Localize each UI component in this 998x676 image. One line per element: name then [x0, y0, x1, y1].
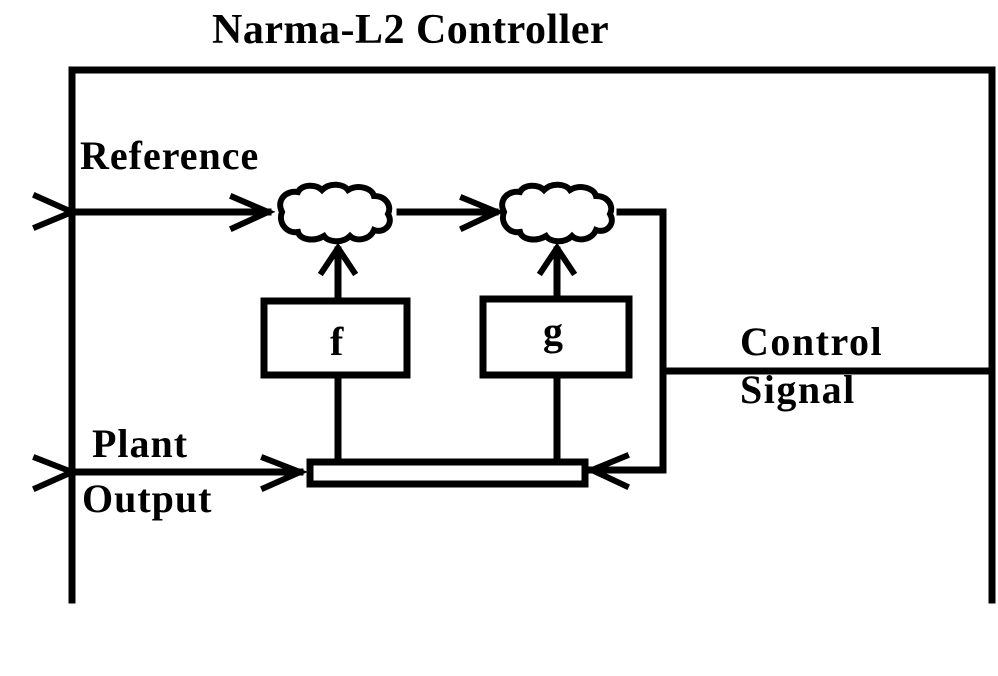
plant-output-input-arrowhead — [32, 454, 80, 492]
tapped-delay-line — [306, 458, 589, 488]
control-feedback-line — [586, 208, 667, 474]
f-output-arrowhead — [317, 242, 359, 277]
controller-frame — [68, 66, 996, 604]
plant-output-label-line2: Output — [82, 476, 213, 521]
control-signal-label-line1: Control — [740, 319, 884, 364]
f-block-label: f — [330, 319, 344, 364]
plant-output-label-line1: Plant — [92, 421, 189, 466]
plant-output-arrowhead — [260, 454, 308, 492]
g-block-label: g — [543, 309, 563, 354]
g-output-arrowhead — [536, 242, 578, 277]
reference-label: Reference — [80, 133, 260, 178]
summing-junction-2-icon — [499, 181, 615, 245]
reference-arrowhead — [229, 193, 276, 232]
sum2-arrowhead — [459, 194, 505, 232]
reference-input-arrowhead — [32, 192, 80, 231]
feedback-arrowhead — [584, 452, 630, 490]
diagram-title: Narma-L2 Controller — [212, 7, 610, 53]
control-signal-label-line2: Signal — [740, 367, 856, 412]
summing-junction-1-icon — [277, 181, 393, 245]
